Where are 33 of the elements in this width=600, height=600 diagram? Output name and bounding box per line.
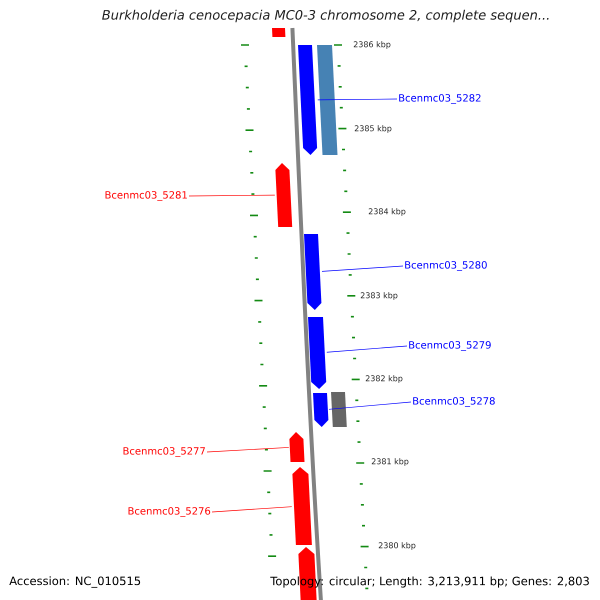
leader-line [212, 506, 292, 512]
gene-block [308, 317, 326, 389]
gene-block [272, 28, 286, 37]
tick-label: 2382 kbp [366, 375, 402, 383]
tick-label: 2381 kbp [372, 458, 408, 466]
tick-label: 2385 kbp [354, 125, 392, 133]
leader-line [322, 266, 404, 272]
title: Burkholderia cenocepacia MC0-3 chromosome 2, complete sequen... [102, 10, 549, 22]
gene-block [289, 432, 304, 462]
leader-line [206, 447, 290, 452]
gene-label: Bcenmc03_5277 [124, 447, 205, 457]
footer-text: Accession: NC_010515 [9, 576, 140, 588]
tick-label: 2383 kbp [360, 292, 398, 300]
gene-block [331, 392, 347, 427]
gene-label: Bcenmc03_5278 [413, 397, 495, 407]
gene-block [304, 234, 322, 310]
gene-label: Bcenmc03_5282 [399, 94, 480, 104]
gene-label: Bcenmc03_5279 [409, 341, 491, 351]
leader-line [326, 346, 408, 353]
gene-label: Bcenmc03_5276 [128, 507, 210, 517]
leader-line [328, 402, 412, 410]
tick-label: 2380 kbp [378, 542, 416, 550]
gene-block [298, 45, 318, 155]
gene-block [313, 393, 328, 427]
gene-label: Bcenmc03_5281 [106, 191, 187, 201]
gene-label: Bcenmc03_5280 [405, 261, 487, 271]
leader-line [317, 98, 398, 100]
tick-label: 2384 kbp [368, 208, 406, 216]
gene-block [292, 467, 312, 545]
tick-label: 2386 kbp [354, 41, 390, 49]
gene-block [317, 45, 338, 155]
leader-line [188, 194, 276, 196]
gene-block [275, 163, 292, 227]
